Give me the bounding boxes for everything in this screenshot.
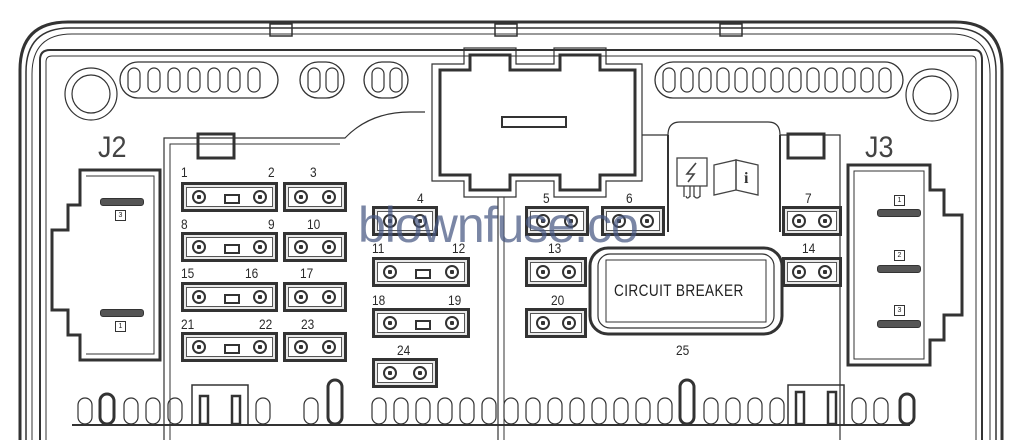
- circuit-breaker-label: CIRCUIT BREAKER: [614, 281, 744, 300]
- fuse-13[interactable]: [525, 257, 587, 287]
- connector-j3-label: J3: [865, 131, 894, 164]
- fuse-14-label: 14: [802, 240, 816, 256]
- fuse-1-label: 1: [181, 164, 188, 180]
- fuse-7[interactable]: [782, 206, 842, 236]
- fuse-7-label: 7: [805, 190, 812, 206]
- fuse-15-16[interactable]: [181, 282, 278, 312]
- fuse-24-label: 24: [397, 342, 411, 358]
- fuse-8-9[interactable]: [181, 232, 278, 262]
- j3-pin-1-bar: [877, 209, 921, 217]
- j3-pin-1-label: 1: [894, 195, 905, 206]
- j3-pin-3-bar: [877, 320, 921, 328]
- fuse-3[interactable]: [283, 182, 347, 212]
- fuse-10[interactable]: [283, 232, 347, 262]
- j3-pin-2-bar: [877, 265, 921, 273]
- j3-pin-2-label: 2: [894, 250, 905, 261]
- fuse-9-label: 9: [268, 216, 275, 232]
- fuse-1-2[interactable]: [181, 182, 278, 212]
- circuit-breaker[interactable]: [590, 248, 782, 334]
- circuit-breaker-number: 25: [676, 342, 690, 358]
- fuse-16-label: 16: [245, 265, 259, 281]
- fuse-20-label: 20: [551, 292, 565, 308]
- fuse-13-label: 13: [548, 240, 562, 256]
- fuse-5[interactable]: [525, 206, 589, 236]
- fuse-24[interactable]: [372, 358, 438, 388]
- watermark-text: blownfuse.co: [358, 197, 639, 253]
- fuse-2-label: 2: [268, 164, 275, 180]
- fuse-5-label: 5: [543, 190, 550, 206]
- fuse-21-label: 21: [181, 316, 195, 332]
- fuse-4-label: 4: [417, 190, 424, 206]
- fuse-8-label: 8: [181, 216, 188, 232]
- fuse-20[interactable]: [525, 308, 587, 338]
- connector-j2-label: J2: [98, 131, 127, 164]
- fuse-17-label: 17: [300, 265, 314, 281]
- fuse-15-label: 15: [181, 265, 195, 281]
- fuse-23-label: 23: [301, 316, 315, 332]
- fuse-21-22[interactable]: [181, 332, 278, 362]
- fuse-14[interactable]: [782, 257, 842, 287]
- fuse-3-label: 3: [310, 164, 317, 180]
- fuse-6-label: 6: [626, 190, 633, 206]
- fuse-11-label: 11: [372, 240, 385, 256]
- fuse-23[interactable]: [283, 332, 347, 362]
- fuse-4[interactable]: [372, 206, 438, 236]
- fuse-18-19[interactable]: [372, 308, 470, 338]
- fuse-6[interactable]: [601, 206, 665, 236]
- fuse-22-label: 22: [259, 316, 273, 332]
- fuse-18-label: 18: [372, 292, 386, 308]
- fuse-17[interactable]: [283, 282, 347, 312]
- j2-pin-1-bar: [100, 309, 144, 317]
- j2-pin-3-label: 3: [115, 210, 126, 221]
- j2-pin-3-bar: [100, 198, 144, 206]
- fuse-11-12[interactable]: [372, 257, 470, 287]
- fuse-19-label: 19: [448, 292, 462, 308]
- fuse-10-label: 10: [307, 216, 321, 232]
- fuse-warning-icon: [676, 157, 708, 199]
- j2-pin-1-label: 1: [115, 321, 126, 332]
- svg-text:i: i: [744, 170, 749, 187]
- fuse-12-label: 12: [452, 240, 466, 256]
- manual-info-icon: i: [713, 159, 759, 196]
- j3-pin-3-label: 3: [894, 305, 905, 316]
